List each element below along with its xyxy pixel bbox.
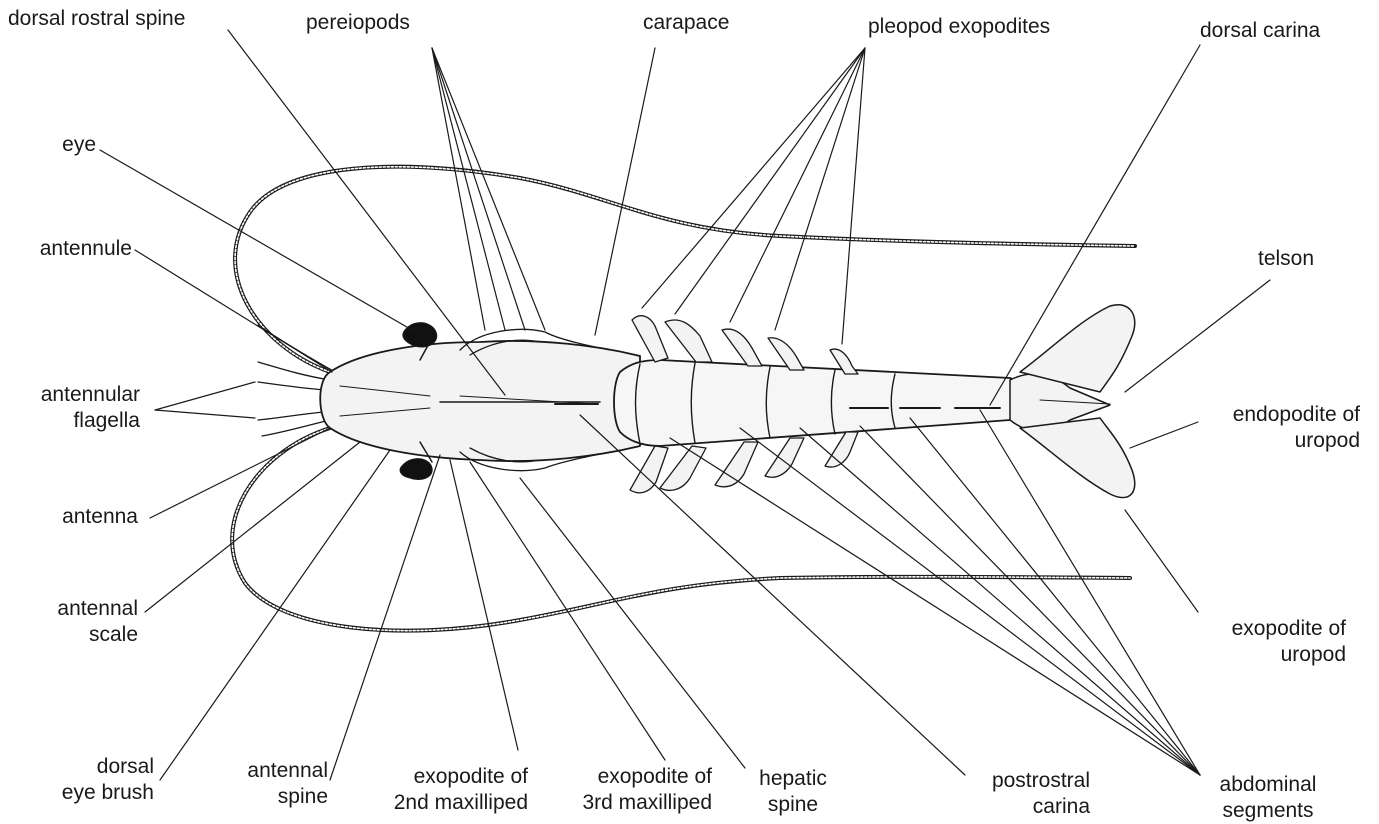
abdomen bbox=[555, 360, 1030, 446]
label-dorsal-eye-brush-line1: dorsal bbox=[40, 754, 154, 780]
label-hepatic-spine-line2: spine bbox=[748, 792, 838, 818]
label-pleopod-exopodites: pleopod exopodites bbox=[868, 14, 1050, 40]
label-abdominal-segments-line1: abdominal bbox=[1200, 772, 1336, 798]
label-endopodite-of-uropod-line1: endopodite of bbox=[1202, 402, 1360, 428]
label-antennule: antennule bbox=[14, 236, 132, 262]
carapace-body bbox=[320, 341, 640, 461]
label-antennal-scale-line1: antennal bbox=[30, 596, 138, 622]
label-antennular-flagella-line1: antennular bbox=[10, 382, 140, 408]
label-exopodite-of-uropod: exopodite of uropod bbox=[1196, 616, 1346, 668]
label-dorsal-eye-brush: dorsal eye brush bbox=[40, 754, 154, 806]
label-abdominal-segments: abdominal segments bbox=[1200, 772, 1336, 824]
label-exopodite-2nd-maxilliped-line1: exopodite of bbox=[364, 764, 528, 790]
label-eye: eye bbox=[44, 132, 96, 158]
label-carapace: carapace bbox=[643, 10, 729, 36]
label-dorsal-eye-brush-line2: eye brush bbox=[40, 780, 154, 806]
label-exopodite-3rd-maxilliped-line2: 3rd maxilliped bbox=[548, 790, 712, 816]
label-antenna: antenna bbox=[30, 504, 138, 530]
label-exopodite-3rd-maxilliped: exopodite of 3rd maxilliped bbox=[548, 764, 712, 816]
label-exopodite-of-uropod-line2: uropod bbox=[1196, 642, 1346, 668]
label-dorsal-carina: dorsal carina bbox=[1200, 18, 1320, 44]
label-antennal-spine-line1: antennal bbox=[222, 758, 328, 784]
label-exopodite-of-uropod-line1: exopodite of bbox=[1196, 616, 1346, 642]
tail-fan bbox=[1010, 305, 1135, 498]
label-antennular-flagella: antennular flagella bbox=[10, 382, 140, 434]
label-antennal-spine: antennal spine bbox=[222, 758, 328, 810]
label-antennular-flagella-line2: flagella bbox=[10, 408, 140, 434]
label-exopodite-3rd-maxilliped-line1: exopodite of bbox=[548, 764, 712, 790]
label-telson: telson bbox=[1258, 246, 1314, 272]
label-exopodite-2nd-maxilliped: exopodite of 2nd maxilliped bbox=[364, 764, 528, 816]
label-exopodite-2nd-maxilliped-line2: 2nd maxilliped bbox=[364, 790, 528, 816]
label-abdominal-segments-line2: segments bbox=[1200, 798, 1336, 824]
label-dorsal-rostral-spine: dorsal rostral spine bbox=[8, 6, 185, 32]
label-antennal-spine-line2: spine bbox=[222, 784, 328, 810]
label-postrostral-carina-line1: postrostral bbox=[950, 768, 1090, 794]
label-antennal-scale: antennal scale bbox=[30, 596, 138, 648]
label-hepatic-spine-line1: hepatic bbox=[748, 766, 838, 792]
label-endopodite-of-uropod: endopodite of uropod bbox=[1202, 402, 1360, 454]
label-antennal-scale-line2: scale bbox=[30, 622, 138, 648]
label-endopodite-of-uropod-line2: uropod bbox=[1202, 428, 1360, 454]
label-hepatic-spine: hepatic spine bbox=[748, 766, 838, 818]
antenna-flagellum-lower bbox=[232, 428, 1130, 631]
label-pereiopods: pereiopods bbox=[306, 10, 410, 36]
label-postrostral-carina-line2: carina bbox=[950, 794, 1090, 820]
label-postrostral-carina: postrostral carina bbox=[950, 768, 1090, 820]
